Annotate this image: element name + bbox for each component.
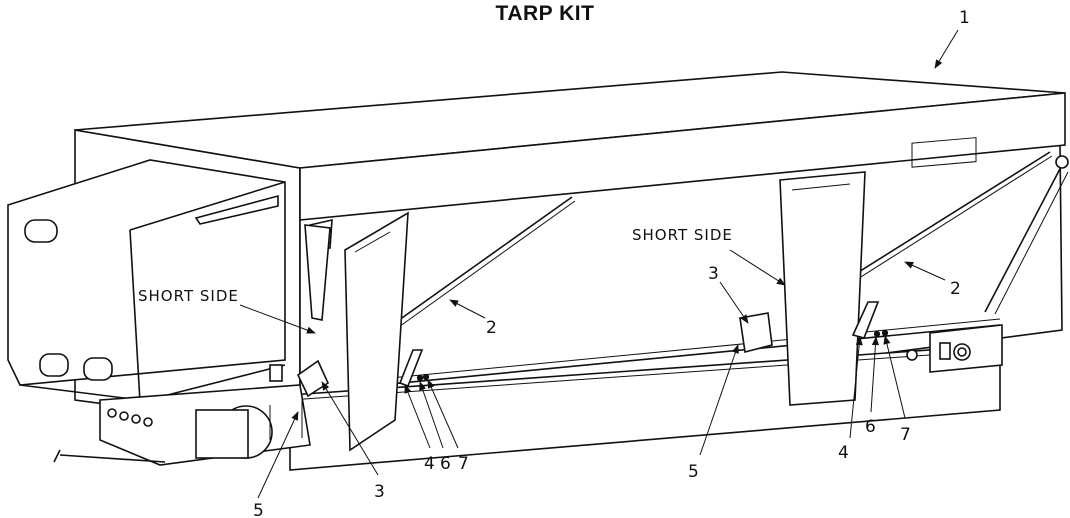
rear-latch [906,324,1003,373]
callout-6-washer-right: 6 [865,417,876,437]
short-side-label-right: SHORT SIDE [632,226,733,244]
spinner-housing [7,159,311,466]
nut-left [422,373,430,381]
washer-left [416,374,424,382]
callout-1-tarp: 1 [959,8,970,28]
callout-5-stop-left: 5 [253,501,264,518]
callout-2-strap-left: 2 [486,318,497,338]
side-stakes [304,171,866,452]
callout-3-bracket-right: 3 [708,264,719,284]
washer-right [873,330,881,338]
callout-4-hook-right: 4 [838,443,849,463]
callout-7-nut-left: 7 [458,454,469,474]
tarp-cover [74,71,1066,221]
leader-lines [239,29,959,499]
callout-7-nut-right: 7 [900,425,911,445]
callout-6-washer-left: 6 [440,454,451,474]
diagram-title: TARP KIT [495,2,595,25]
nut-right [881,329,889,337]
callout-4-hook-left: 4 [424,454,435,474]
callout-3-bracket-left: 3 [374,482,385,502]
tarp-label-plate [911,137,977,168]
callout-2-strap-right: 2 [950,279,961,299]
short-side-label-left: SHORT SIDE [138,287,239,305]
callout-5-stop-right: 5 [688,462,699,482]
